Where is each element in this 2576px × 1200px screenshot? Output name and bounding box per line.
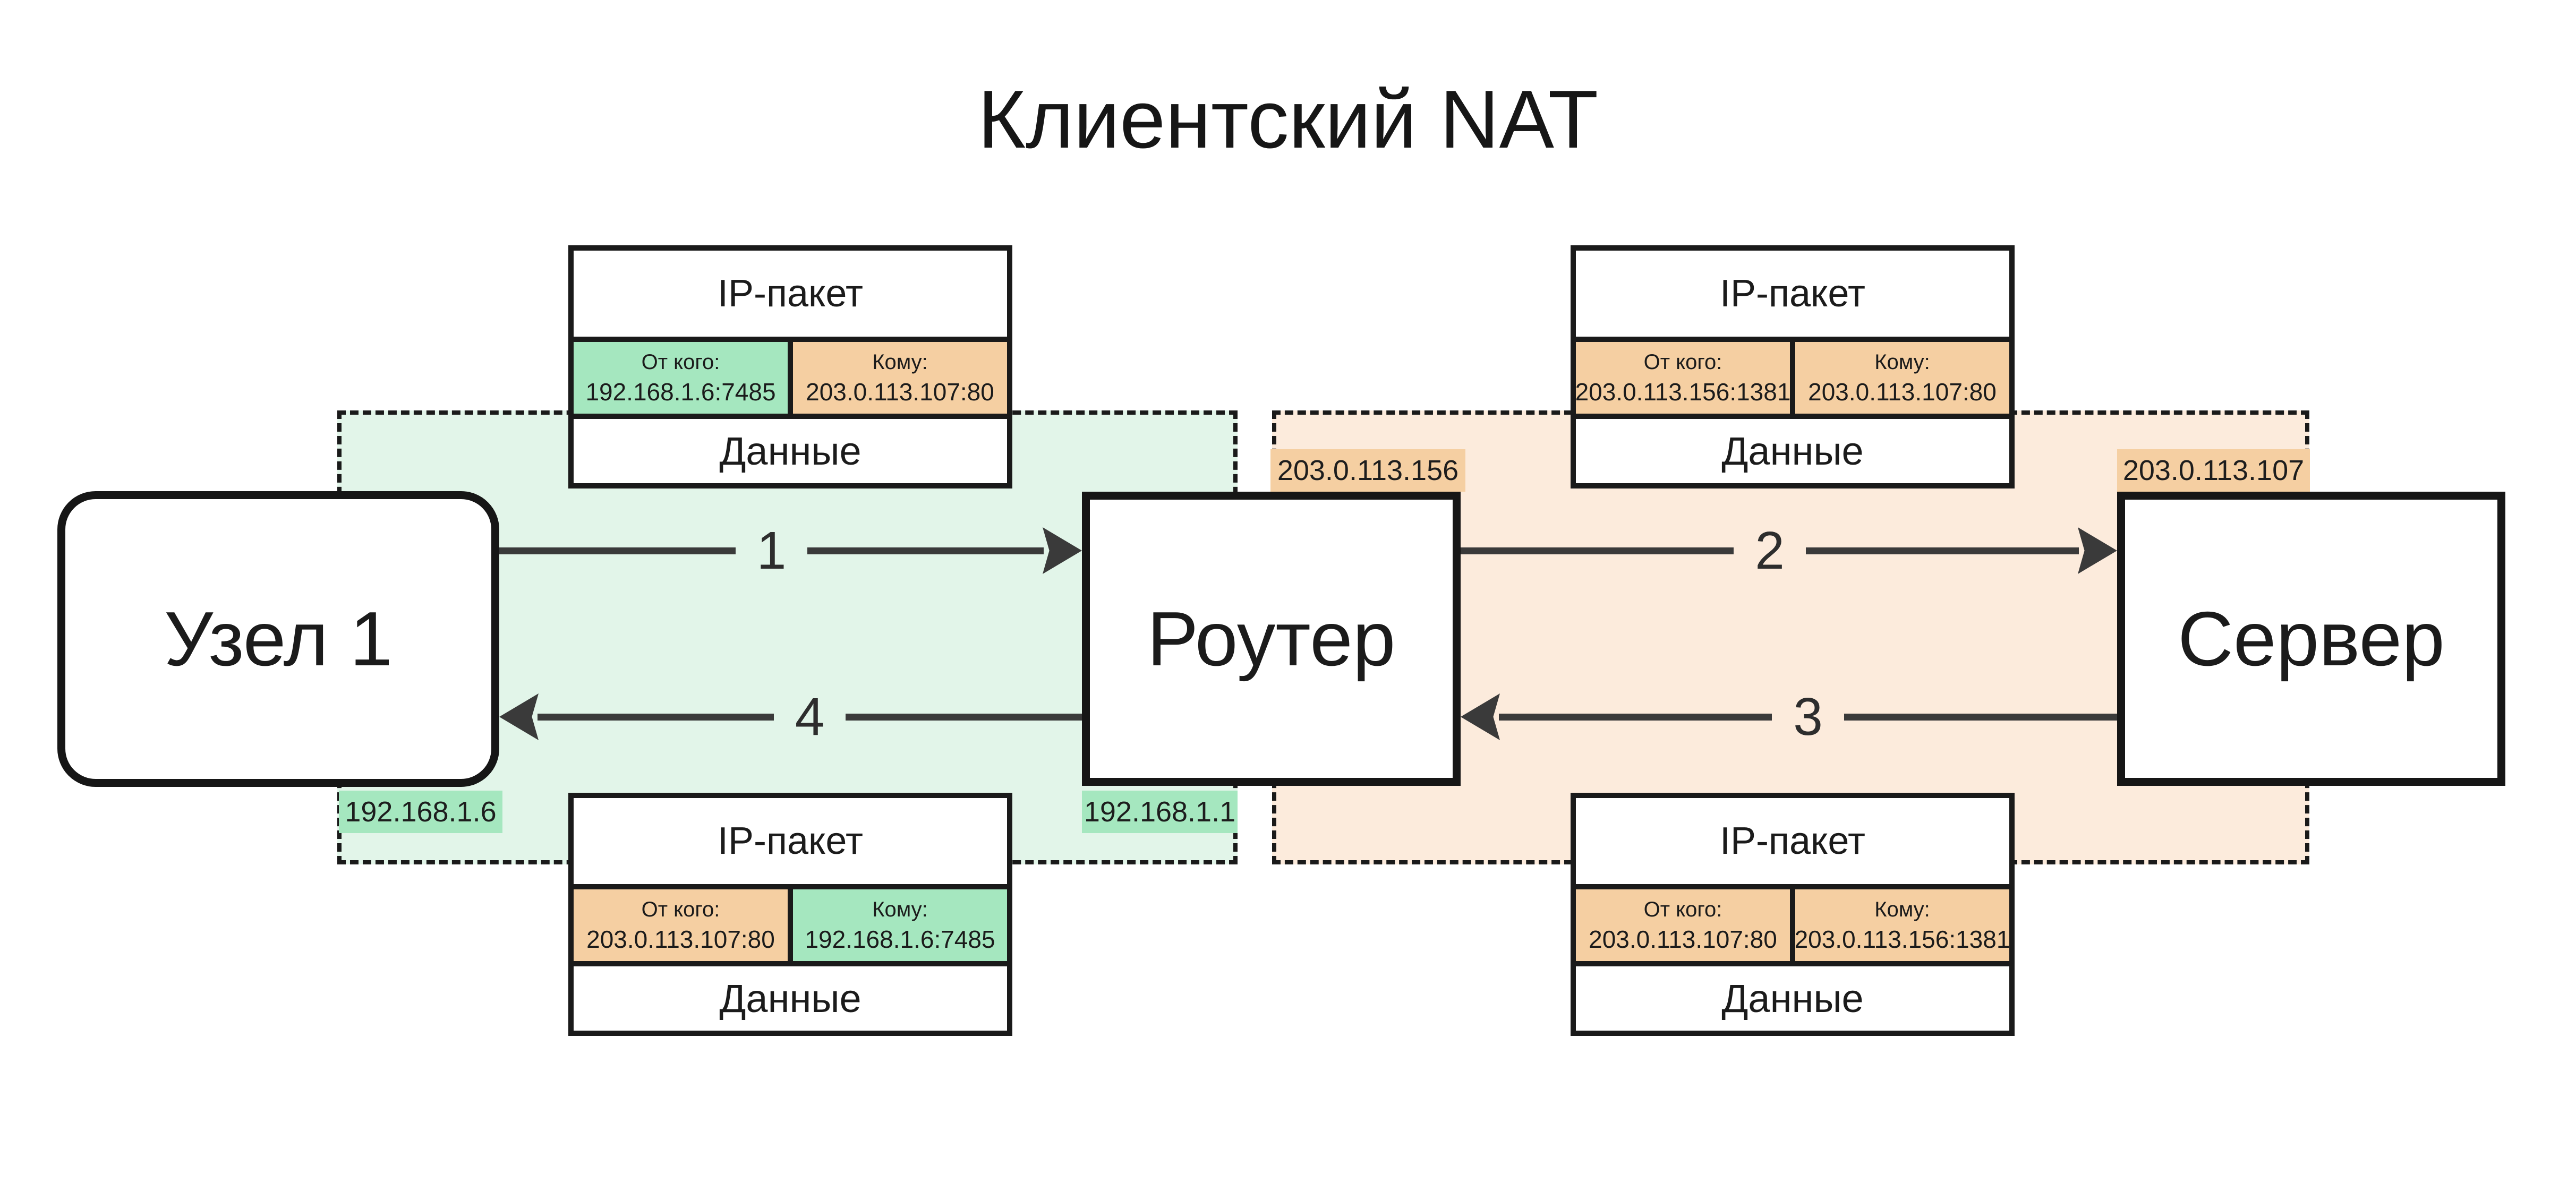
packet-from-label: От кого: xyxy=(641,897,720,921)
ip-packet-title: IP-пакет xyxy=(1576,251,2009,342)
arrow-line xyxy=(1461,547,1734,554)
arrowhead-left-icon xyxy=(499,693,539,740)
packet-to-label: Кому: xyxy=(1874,897,1930,921)
arrow-line xyxy=(1805,547,2079,554)
node-host-label: Узел 1 xyxy=(164,596,393,682)
router-wan-ip-label: 203.0.113.156 xyxy=(1270,449,1465,492)
packet-from-label: От кого: xyxy=(1643,350,1722,374)
arrow-line xyxy=(1844,713,2117,721)
packet-to-value: 192.168.1.6:7485 xyxy=(805,925,995,953)
arrow-4: 4 xyxy=(499,687,1082,747)
router-lan-ip-label: 192.168.1.1 xyxy=(1082,791,1238,833)
packet-to-value: 203.0.113.107:80 xyxy=(806,378,994,406)
ip-packet-title: IP-пакет xyxy=(574,798,1007,889)
arrow-number: 3 xyxy=(1793,687,1823,747)
packet-from-value: 192.168.1.6:7485 xyxy=(585,378,776,406)
node-host: Узел 1 xyxy=(57,491,499,787)
packet-to-label: Кому: xyxy=(1874,350,1930,374)
arrow-line xyxy=(807,547,1044,554)
arrowhead-left-icon xyxy=(1461,693,1500,740)
node-router-label: Роутер xyxy=(1147,595,1396,682)
ip-packet-data-section: Данные xyxy=(574,961,1007,1031)
ip-packet-data-section: Данные xyxy=(1576,961,2009,1031)
ip-packet-data-section: Данные xyxy=(1576,414,2009,483)
packet-from-label: От кого: xyxy=(1643,897,1722,921)
packet-from-cell: От кого: 192.168.1.6:7485 xyxy=(574,342,793,414)
node-router: Роутер xyxy=(1082,492,1461,786)
arrowhead-right-icon xyxy=(1043,527,1082,574)
ip-packet-box-bottom-right: IP-пакет От кого: 203.0.113.107:80 Кому:… xyxy=(1571,793,2015,1036)
arrowhead-right-icon xyxy=(2078,527,2117,574)
packet-from-value: 203.0.113.156:1381 xyxy=(1575,378,1791,406)
arrow-3: 3 xyxy=(1461,687,2117,747)
packet-to-cell: Кому: 203.0.113.107:80 xyxy=(793,342,1007,414)
packet-to-value: 203.0.113.107:80 xyxy=(1808,378,1997,406)
arrow-number: 2 xyxy=(1755,521,1785,580)
packet-from-value: 203.0.113.107:80 xyxy=(586,925,775,953)
packet-from-value: 203.0.113.107:80 xyxy=(1589,925,1777,953)
packet-from-label: От кого: xyxy=(641,350,720,374)
ip-packet-title: IP-пакет xyxy=(574,251,1007,342)
packet-from-cell: От кого: 203.0.113.107:80 xyxy=(1576,889,1795,961)
ip-packet-address-row: От кого: 203.0.113.156:1381 Кому: 203.0.… xyxy=(1575,342,2009,414)
arrow-line xyxy=(1499,713,1772,721)
node-server-label: Сервер xyxy=(2178,595,2445,682)
ip-packet-box-top-left: IP-пакет От кого: 192.168.1.6:7485 Кому:… xyxy=(568,245,1012,488)
server-ip-label: 203.0.113.107 xyxy=(2117,449,2310,492)
packet-to-cell: Кому: 203.0.113.107:80 xyxy=(1795,342,2009,414)
ip-packet-address-row: От кого: 192.168.1.6:7485 Кому: 203.0.11… xyxy=(574,342,1007,414)
host-ip-label: 192.168.1.6 xyxy=(339,791,502,833)
node-server: Сервер xyxy=(2117,492,2505,786)
packet-to-cell: Кому: 203.0.113.156:1381 xyxy=(1794,889,2010,961)
packet-from-cell: От кого: 203.0.113.156:1381 xyxy=(1575,342,1795,414)
arrow-line xyxy=(538,713,774,721)
arrow-line xyxy=(499,547,736,554)
ip-packet-box-top-right: IP-пакет От кого: 203.0.113.156:1381 Ком… xyxy=(1571,245,2015,488)
arrow-2: 2 xyxy=(1461,521,2117,580)
arrow-number: 4 xyxy=(795,687,825,747)
ip-packet-address-row: От кого: 203.0.113.107:80 Кому: 203.0.11… xyxy=(1576,889,2010,961)
ip-packet-title: IP-пакет xyxy=(1576,798,2009,889)
packet-to-label: Кому: xyxy=(872,897,928,921)
packet-to-cell: Кому: 192.168.1.6:7485 xyxy=(793,889,1007,961)
packet-to-value: 203.0.113.156:1381 xyxy=(1794,925,2010,953)
arrow-line xyxy=(846,713,1082,721)
ip-packet-data-section: Данные xyxy=(574,414,1007,483)
packet-to-label: Кому: xyxy=(872,350,928,374)
packet-from-cell: От кого: 203.0.113.107:80 xyxy=(574,889,793,961)
ip-packet-address-row: От кого: 203.0.113.107:80 Кому: 192.168.… xyxy=(574,889,1007,961)
ip-packet-box-bottom-left: IP-пакет От кого: 203.0.113.107:80 Кому:… xyxy=(568,793,1012,1036)
arrow-1: 1 xyxy=(499,521,1082,580)
arrow-number: 1 xyxy=(756,521,787,580)
diagram-title: Клиентский NAT xyxy=(977,73,1599,165)
